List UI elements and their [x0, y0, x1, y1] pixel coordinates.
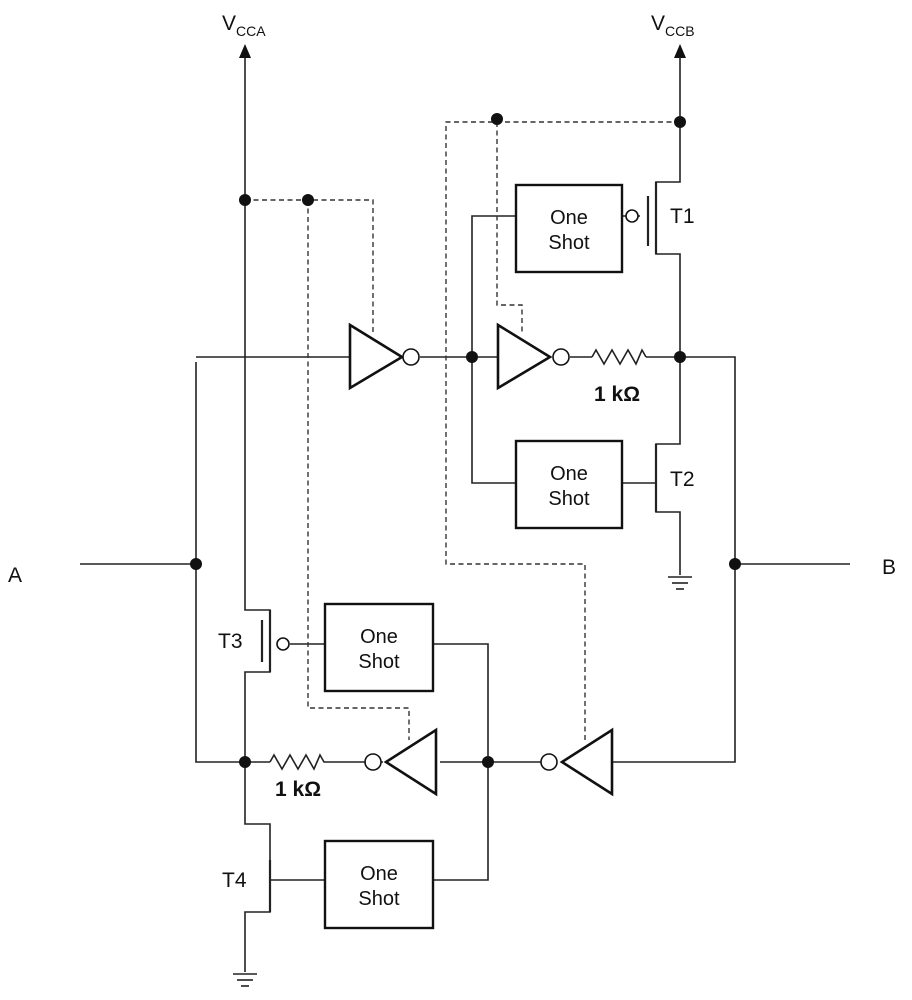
- svg-text:One: One: [360, 863, 398, 885]
- port-a-label: A: [8, 564, 22, 587]
- vcca-arrow: [239, 44, 251, 58]
- one-shot-t4: One Shot: [323, 839, 435, 930]
- one-shot-t2: One Shot: [514, 439, 624, 530]
- vccb-arrow: [674, 44, 686, 58]
- svg-text:One: One: [550, 463, 588, 485]
- wires: [80, 58, 850, 972]
- ground-symbol-t4: [233, 973, 257, 987]
- buffer-b-to-a-1: [540, 727, 614, 797]
- svg-text:One: One: [360, 626, 398, 648]
- svg-text:Shot: Shot: [548, 232, 590, 254]
- t1-label: T1: [670, 205, 695, 228]
- buffer-b-to-a-2: [364, 727, 438, 797]
- svg-text:One: One: [550, 207, 588, 229]
- enable-dashed-lines: [245, 121, 680, 740]
- resistor-bottom-label: 1 kΩ: [275, 778, 321, 801]
- buffer-a-to-b-2: [496, 322, 570, 391]
- transistor-t1: [625, 182, 658, 254]
- svg-text:Shot: Shot: [358, 651, 400, 673]
- transistor-t3: [260, 610, 290, 672]
- resistor-top: [591, 348, 647, 366]
- vcca-label: VCCA: [222, 12, 266, 39]
- resistor-bottom: [269, 753, 366, 771]
- one-shot-t1: One Shot: [514, 183, 624, 274]
- svg-text:Shot: Shot: [548, 488, 590, 510]
- junction-dots: [190, 113, 741, 768]
- svg-text:Shot: Shot: [358, 888, 400, 910]
- t4-label: T4: [222, 869, 247, 892]
- buffer-a-to-b-1: [348, 322, 420, 391]
- ground-symbol-t2: [668, 576, 692, 590]
- resistor-top-label: 1 kΩ: [594, 383, 640, 406]
- one-shot-t3: One Shot: [323, 602, 435, 693]
- vccb-label: VCCB: [651, 12, 695, 39]
- t2-label: T2: [670, 468, 695, 491]
- t3-label: T3: [218, 630, 243, 653]
- port-b-label: B: [882, 556, 896, 579]
